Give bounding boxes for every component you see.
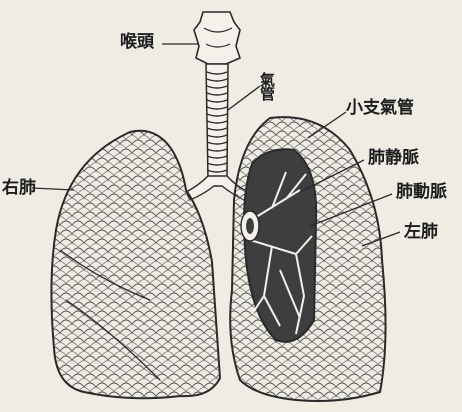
- label-larynx: 喉頭: [120, 34, 154, 51]
- label-left-lung: 左肺: [404, 224, 438, 241]
- trachea-shape: [206, 64, 228, 178]
- label-pulmonary-artery: 肺動脈: [396, 184, 447, 201]
- label-right-lung: 右肺: [2, 180, 36, 197]
- label-pulmonary-vein: 肺静脈: [368, 150, 419, 167]
- label-bronchiole: 小支氣管: [346, 100, 414, 117]
- right-lung-shape: [51, 131, 220, 398]
- label-trachea: 氣管: [259, 72, 274, 100]
- larynx-shape: [194, 12, 240, 64]
- lung-cavity: [241, 149, 316, 342]
